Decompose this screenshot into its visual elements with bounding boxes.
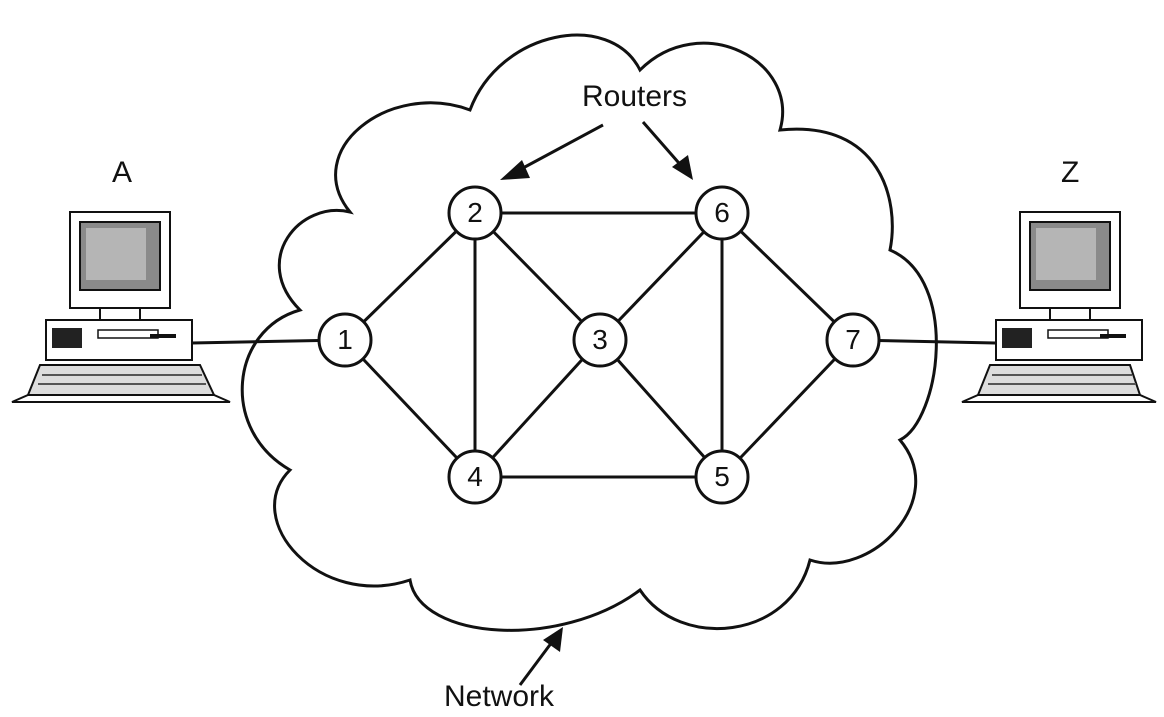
router-node-2 <box>447 185 503 241</box>
nodes-layer <box>317 185 881 505</box>
router-label-1: 1 <box>337 324 353 355</box>
computer-a-icon <box>11 211 231 403</box>
router-arrow-left-head <box>500 160 530 180</box>
router-node-1 <box>317 312 373 368</box>
link-2-3 <box>473 211 602 342</box>
host-a-label: A <box>112 156 133 189</box>
router-arrow-left <box>509 123 604 177</box>
network-arrow <box>518 637 557 686</box>
arrows-layer <box>500 121 693 686</box>
link-3-6 <box>598 211 724 342</box>
link-3-5 <box>598 339 724 478</box>
link-1-2 <box>343 211 477 342</box>
network-arrow-head <box>543 627 563 652</box>
router-label-3: 3 <box>592 324 608 355</box>
links-layer <box>191 211 996 479</box>
router-arrow-right-head <box>672 155 693 180</box>
link-3-4 <box>473 338 602 479</box>
router-arrow-right <box>641 121 687 171</box>
computer-z-icon <box>961 211 1157 403</box>
network-label: Network <box>444 680 555 713</box>
router-node-3 <box>572 312 628 368</box>
router-label-4: 4 <box>467 461 483 492</box>
link-1-4 <box>343 338 477 479</box>
router-label-6: 6 <box>714 197 730 228</box>
host-z-label: Z <box>1061 156 1080 189</box>
routers-label: Routers <box>582 80 688 113</box>
router-node-4 <box>447 449 503 505</box>
router-label-5: 5 <box>714 461 730 492</box>
link-6-7 <box>720 211 855 342</box>
router-node-5 <box>694 449 750 505</box>
router-node-7 <box>825 312 881 368</box>
router-label-7: 7 <box>845 324 861 355</box>
router-node-6 <box>694 185 750 241</box>
link-5-7 <box>720 338 855 479</box>
router-label-2: 2 <box>467 197 483 228</box>
